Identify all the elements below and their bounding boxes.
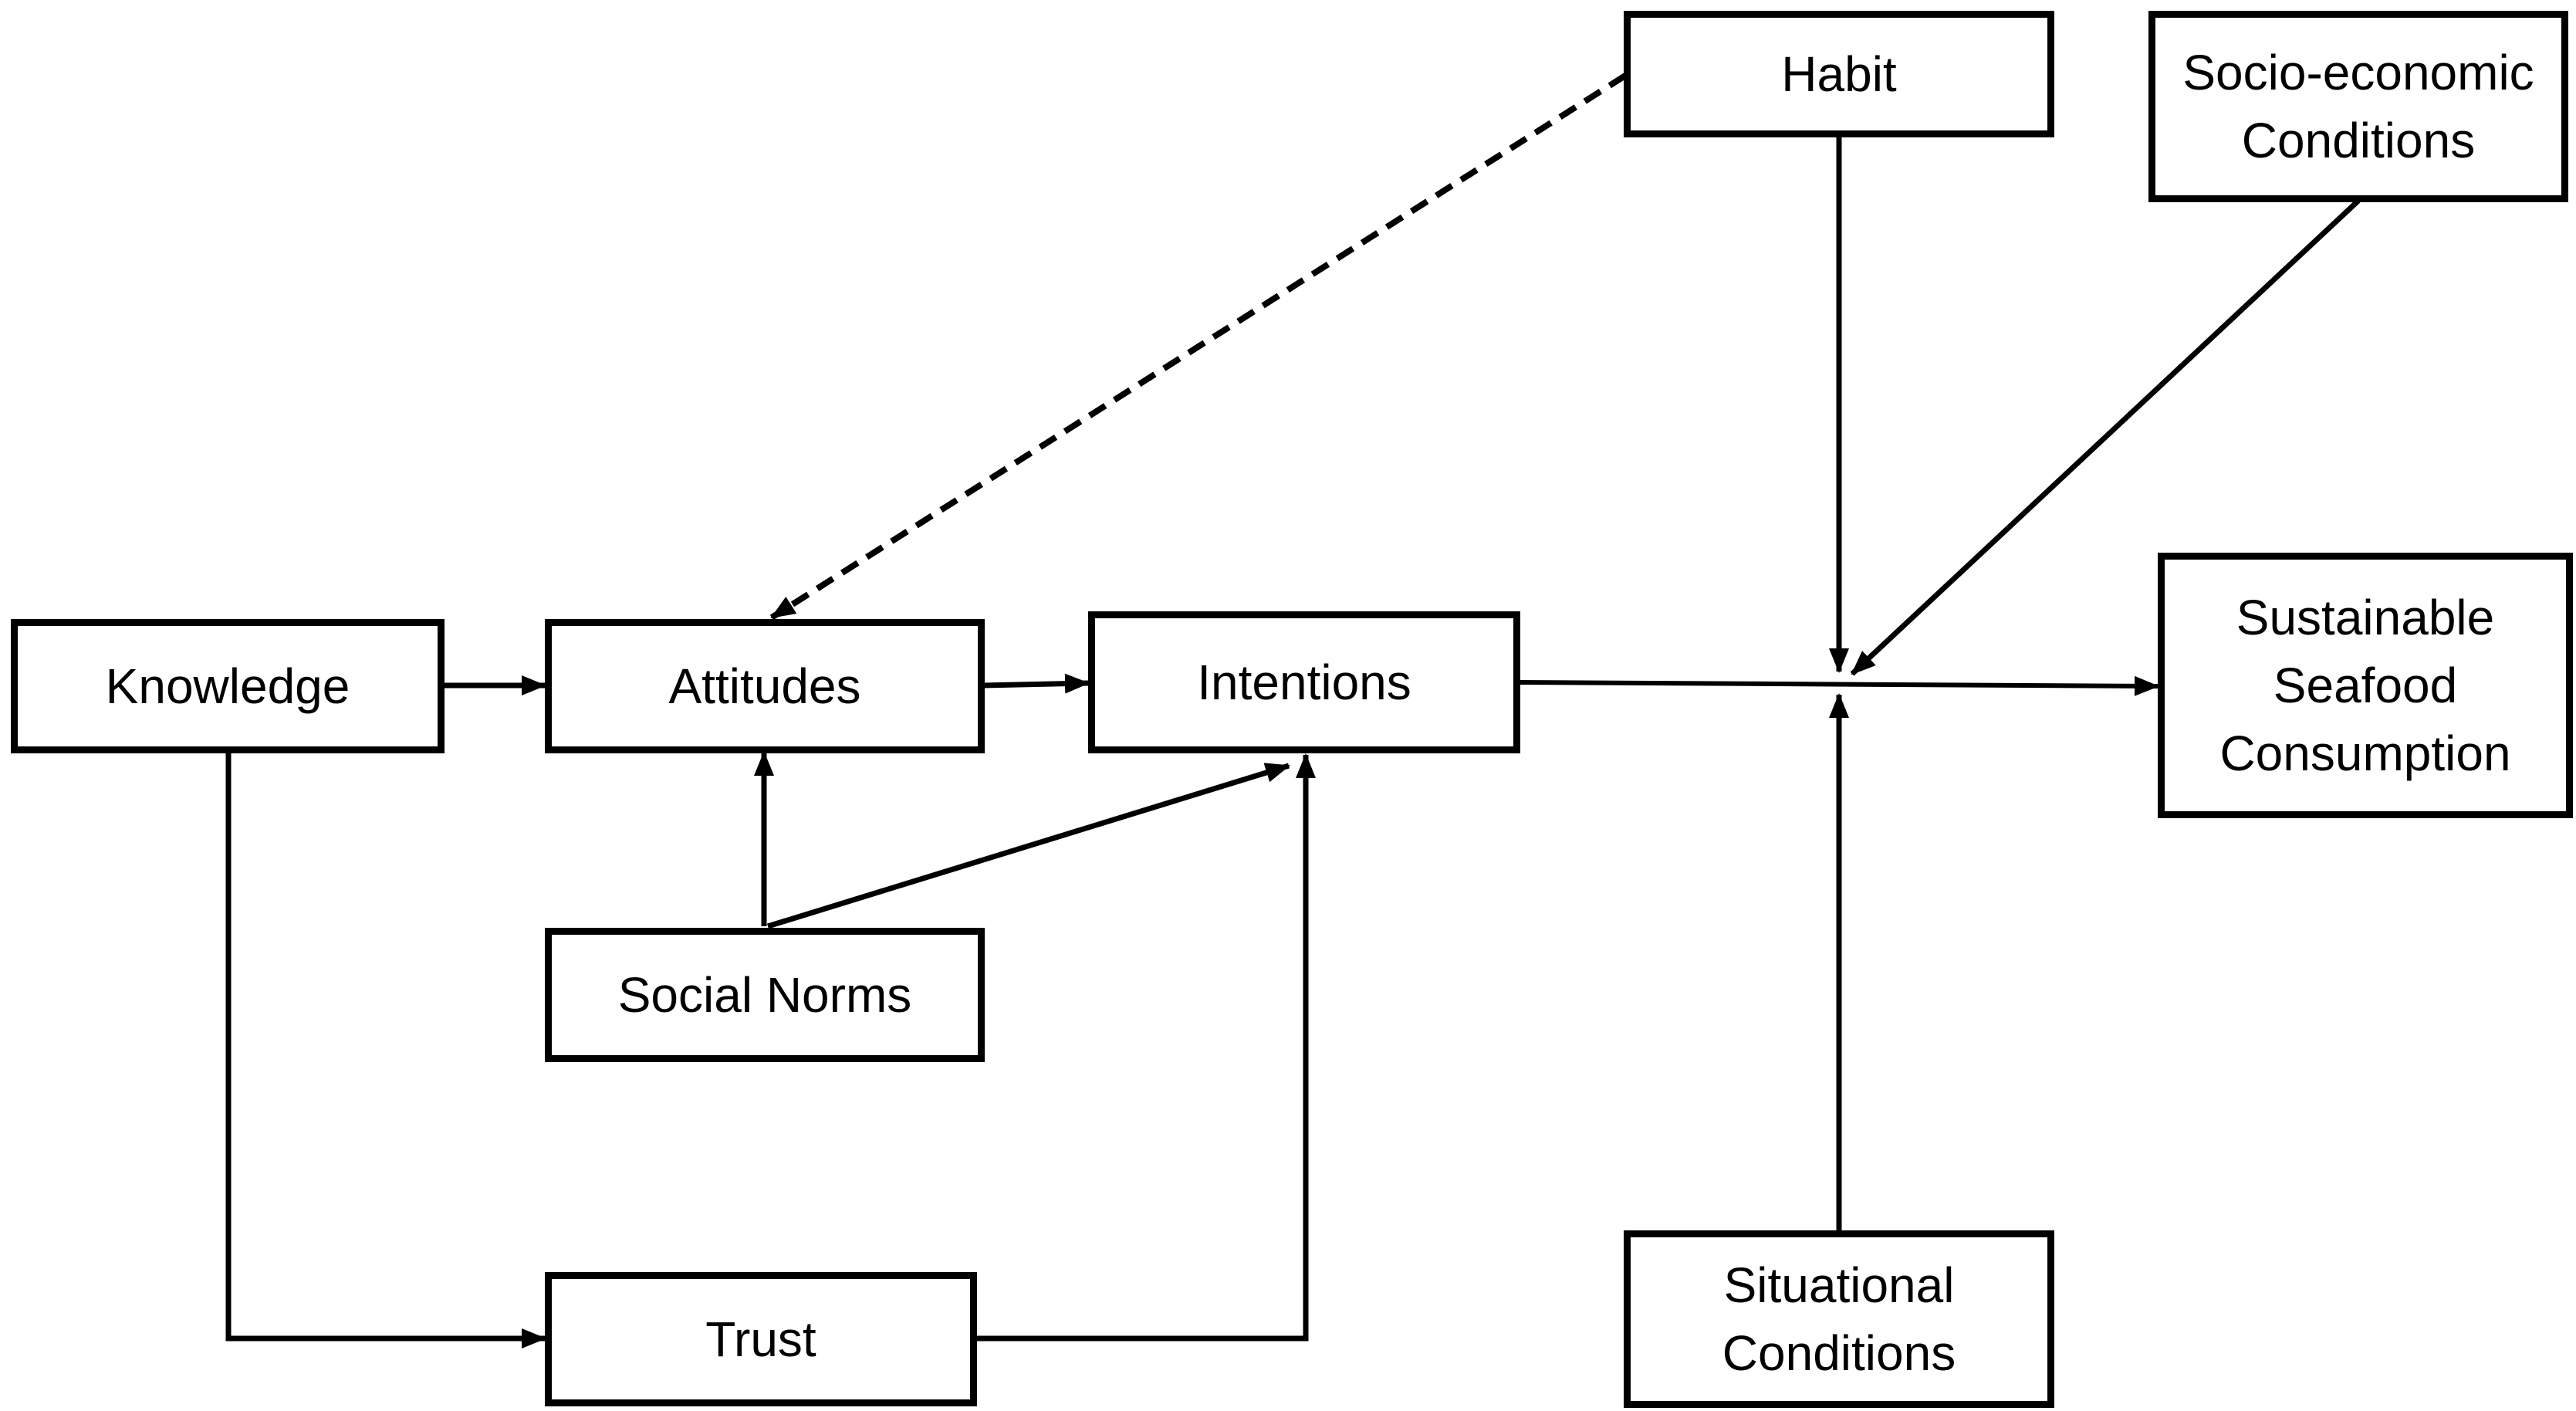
edge-social-norms-to-intentions [766, 763, 1290, 929]
node-trust: Trust [545, 1272, 977, 1406]
edge-attitudes-to-intentions [982, 673, 1090, 694]
edge-intentions-to-consumption [1516, 675, 2159, 696]
node-attitudes: Attitudes [545, 619, 985, 753]
edge-socio-economic-moderator [1850, 198, 2361, 676]
node-knowledge: Knowledge [11, 619, 445, 753]
edge-knowledge-to-trust [225, 753, 546, 1348]
node-socio-economic-conditions: Socio-economic Conditions [2148, 11, 2568, 202]
edge-trust-to-intentions [974, 753, 1316, 1342]
node-situational-conditions: Situational Conditions [1624, 1230, 2054, 1408]
node-sustainable-seafood-consumption: Sustainable Seafood Consumption [2158, 553, 2573, 818]
node-habit: Habit [1624, 11, 2054, 137]
node-intentions: Intentions [1088, 611, 1520, 753]
edge-habit-to-attitudes-dashed [769, 73, 1628, 621]
node-social-norms: Social Norms [545, 928, 985, 1062]
